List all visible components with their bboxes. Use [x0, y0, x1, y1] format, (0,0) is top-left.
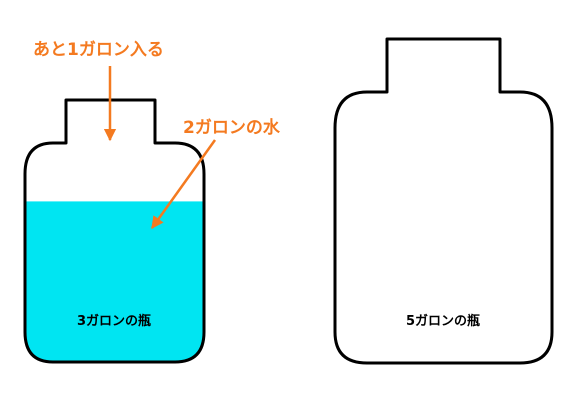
two-gallons-water-annotation: 2ガロンの水	[150, 117, 281, 230]
large-bottle-outline	[333, 37, 554, 365]
small-bottle: 3ガロンの瓶	[23, 98, 206, 364]
small-bottle-outline	[23, 98, 206, 364]
add-one-gallon-label: あと1ガロン入る	[33, 40, 164, 60]
small-bottle-label: 3ガロンの瓶	[77, 313, 151, 329]
water-fill	[25, 201, 204, 362]
large-bottle-label: 5ガロンの瓶	[406, 313, 480, 329]
two-gallons-water-arrow	[150, 139, 217, 230]
add-one-gallon-annotation: あと1ガロン入る	[33, 40, 164, 142]
two-gallons-water-label: 2ガロンの水	[183, 117, 281, 138]
large-bottle: 5ガロンの瓶	[333, 37, 554, 365]
